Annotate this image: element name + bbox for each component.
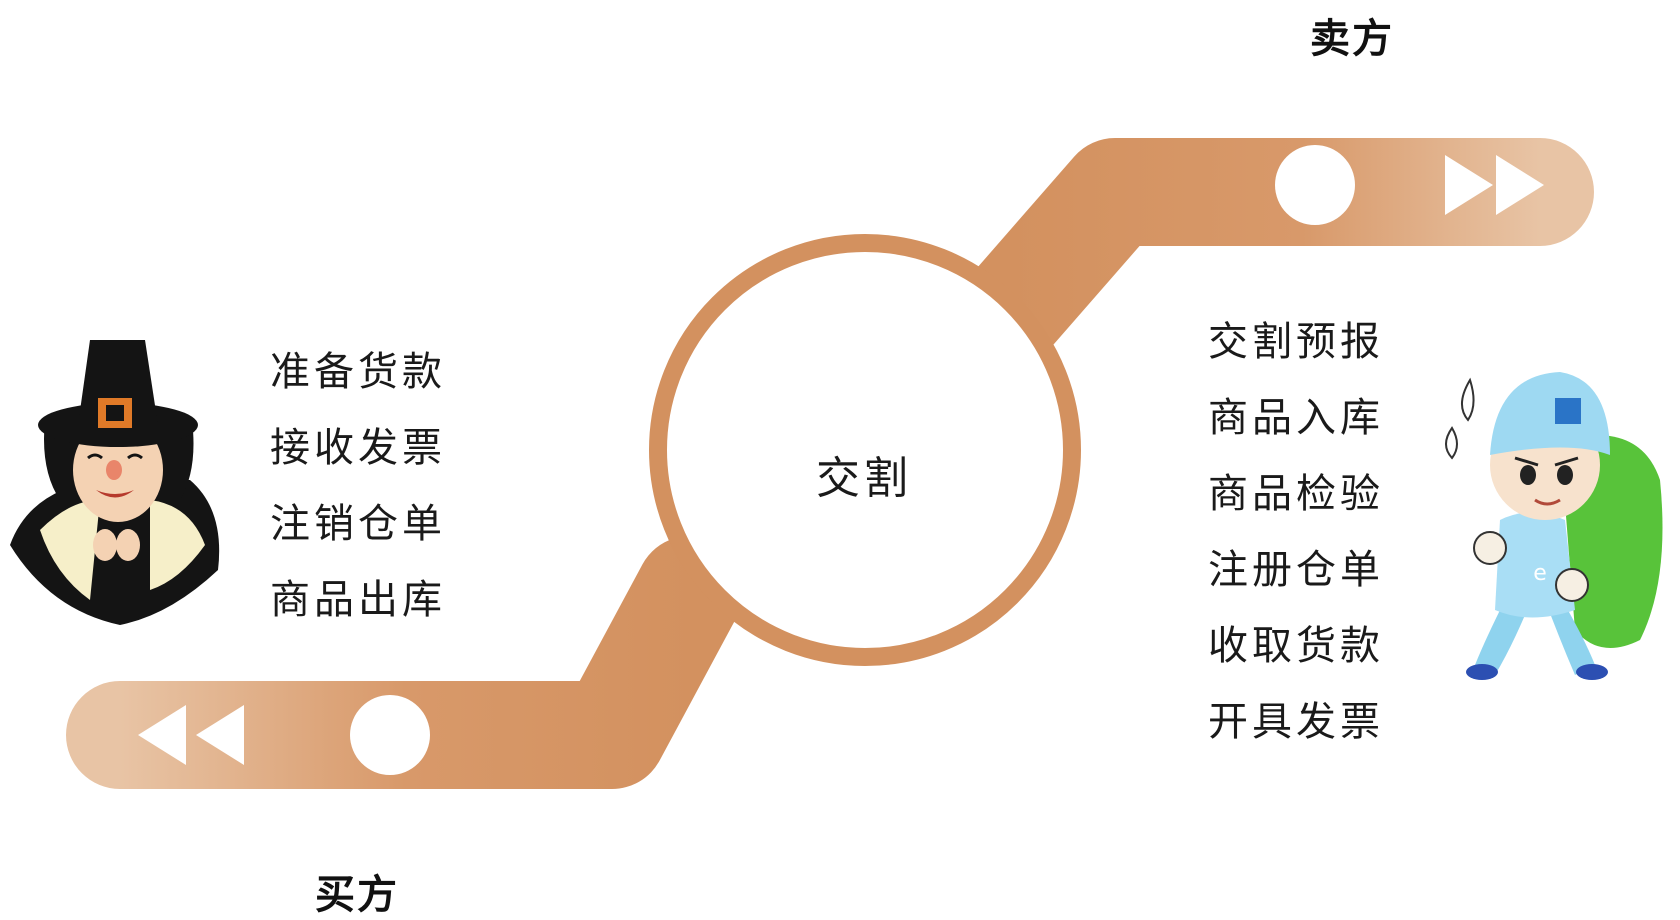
buyer-label: 买方 — [315, 872, 399, 918]
seller-step-list: 交割预报 商品入库 商品检验 注册仓单 收取货款 开具发票 — [1208, 322, 1384, 778]
buyer-step: 商品出库 — [270, 577, 446, 623]
delivery-boy-character-icon: e — [1445, 372, 1663, 680]
seller-step: 注册仓单 — [1208, 547, 1384, 593]
seller-step: 商品检验 — [1208, 471, 1384, 517]
svg-text:e: e — [1533, 561, 1547, 586]
center-ring — [649, 234, 1081, 666]
buyer-track — [66, 536, 744, 789]
buyer-step: 接收发票 — [270, 425, 446, 471]
fast-forward-icon — [1445, 155, 1544, 215]
seller-label: 卖方 — [1310, 16, 1394, 62]
buyer-step-list: 准备货款 接收发票 注销仓单 商品出库 — [270, 352, 446, 656]
seller-step: 收取货款 — [1208, 623, 1384, 669]
buyer-step: 准备货款 — [270, 349, 446, 395]
buyer-step: 注销仓单 — [270, 501, 446, 547]
center-label: 交割 — [816, 453, 912, 504]
buyer-track-node — [350, 695, 430, 775]
rewind-icon — [138, 705, 244, 765]
seller-track-node — [1275, 145, 1355, 225]
pilgrim-character-icon — [10, 340, 220, 625]
seller-step: 开具发票 — [1208, 699, 1384, 745]
seller-step: 商品入库 — [1208, 395, 1384, 441]
seller-step: 交割预报 — [1208, 319, 1384, 365]
seller-track — [958, 138, 1594, 364]
